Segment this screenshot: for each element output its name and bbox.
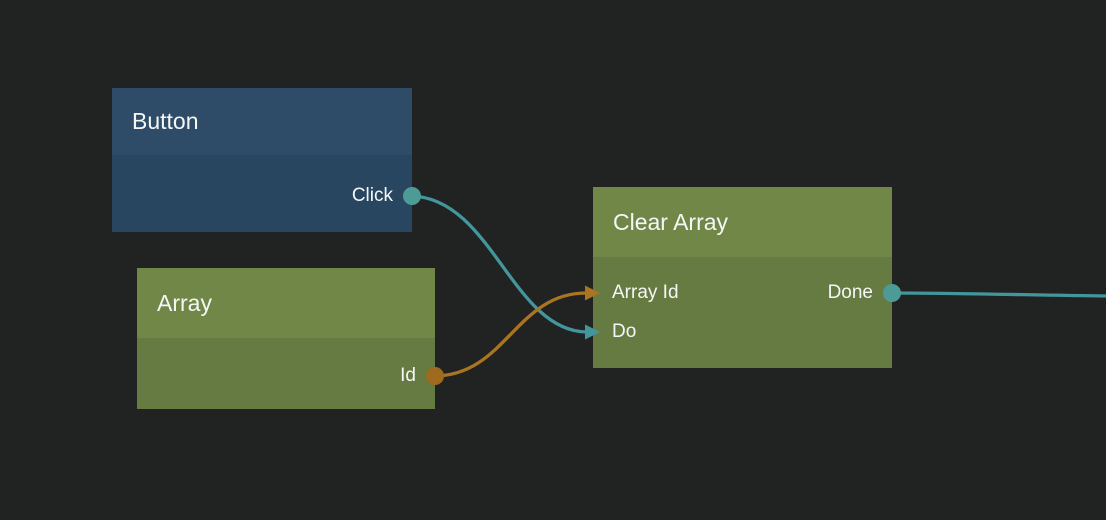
- output-port-button-click[interactable]: [403, 187, 421, 205]
- node-title: Array: [157, 289, 212, 316]
- output-port-label-click: Click: [351, 184, 393, 206]
- node-array[interactable]: Array Id: [137, 268, 435, 409]
- node-clear-array[interactable]: Clear Array Array Id Done Do: [593, 187, 892, 368]
- connection-id-to-array-id-arrowhead-icon: [585, 285, 600, 301]
- port-row: Do: [593, 312, 892, 351]
- node-clear-array-body: Array Id Done Do: [593, 257, 892, 368]
- port-row: Array Id Done: [593, 273, 892, 312]
- input-port-label-array-id: Array Id: [612, 281, 679, 303]
- input-port-label-do: Do: [612, 320, 637, 342]
- node-array-header: Array: [137, 268, 435, 338]
- output-port-label-id: Id: [400, 364, 416, 386]
- connection-done-offscreen[interactable]: [890, 291, 1106, 298]
- port-row: Id: [137, 356, 435, 395]
- node-clear-array-header: Clear Array: [593, 187, 892, 257]
- node-array-body: Id: [137, 338, 435, 409]
- port-row: Click: [112, 176, 412, 215]
- node-button-header: Button: [112, 88, 412, 155]
- node-title: Button: [132, 108, 199, 134]
- output-port-label-done: Done: [827, 281, 873, 303]
- connection-click-to-do[interactable]: [410, 194, 588, 334]
- output-port-array-id[interactable]: [426, 367, 444, 385]
- node-title: Clear Array: [613, 208, 729, 235]
- connection-click-to-do-arrowhead-icon: [585, 324, 600, 340]
- node-button-body: Click: [112, 155, 412, 232]
- node-button[interactable]: Button Click: [112, 88, 412, 232]
- output-port-clear-array-done[interactable]: [883, 284, 901, 302]
- connection-id-to-array-id[interactable]: [433, 291, 588, 378]
